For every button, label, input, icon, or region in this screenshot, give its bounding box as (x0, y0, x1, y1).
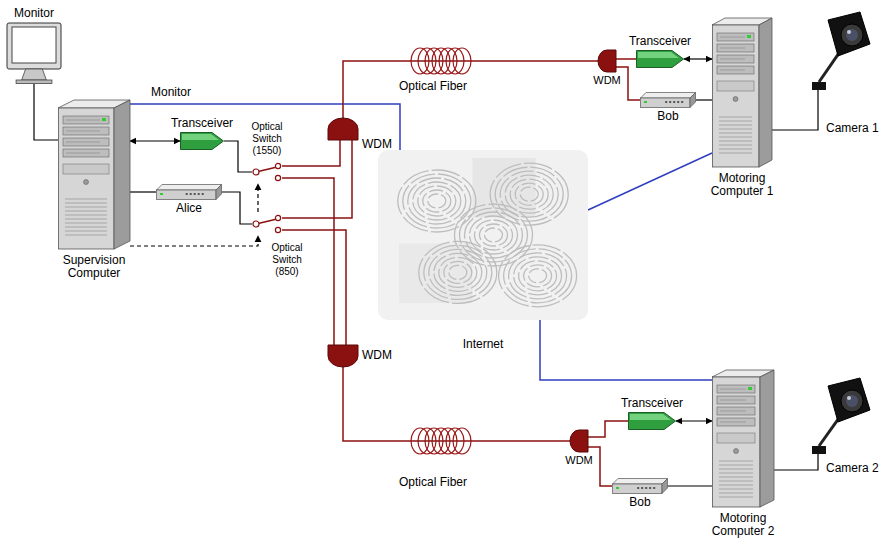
camera-icon (812, 376, 872, 454)
connector (343, 61, 598, 118)
camera-icon (812, 10, 872, 90)
connector (588, 421, 628, 437)
switch-icon (252, 212, 282, 236)
connector (668, 485, 712, 486)
connector (222, 192, 252, 224)
node-label: Transceiver (621, 397, 683, 410)
box-icon (156, 184, 222, 200)
node-label: Motoring Computer 2 (698, 512, 788, 538)
box-icon (612, 478, 668, 494)
connector (343, 367, 570, 441)
node-label: Camera 1 (826, 122, 879, 135)
camera-node: Camera 2 (812, 376, 872, 454)
edge-label: Monitor (150, 86, 192, 99)
camera-node: Camera 1 (812, 10, 872, 90)
cloud-icon (378, 150, 588, 320)
tower-icon (58, 100, 130, 250)
connector (588, 153, 712, 210)
node-label: Transceiver (629, 35, 691, 48)
node-label: WDM (593, 74, 621, 87)
connector (130, 140, 180, 141)
node-label: WDM (362, 138, 392, 151)
trans-icon (636, 50, 684, 68)
connector (282, 140, 340, 166)
key-device-node: Alice (156, 184, 222, 200)
edge-label: Optical Fiber (398, 80, 468, 93)
node-label: Monitor (14, 7, 54, 20)
connector (224, 141, 252, 172)
connector (684, 58, 712, 59)
edge-label: Optical Fiber (398, 476, 468, 489)
connector (774, 454, 818, 470)
monitor-node: Monitor (6, 22, 62, 84)
wdm-node: WDM (570, 430, 588, 452)
node-label: Supervision Computer (49, 254, 139, 280)
node-label: Internet (463, 338, 504, 351)
wdm-node: WDM (328, 345, 358, 367)
connector (257, 184, 258, 212)
node-label: Alice (176, 202, 202, 215)
wdm-node: WDM (328, 118, 358, 140)
internet-cloud-node: Internet (378, 150, 588, 320)
wdmU-icon (328, 118, 358, 140)
trans-icon (628, 412, 676, 430)
transceiver-node: Transceiver (636, 50, 684, 68)
node-label: WDM (565, 454, 593, 467)
switch-icon (252, 160, 282, 184)
node-label: Optical Switch (1550) (244, 121, 290, 157)
node-label: Bob (629, 496, 650, 509)
node-label: Motoring Computer 1 (697, 172, 787, 198)
monitor-icon (6, 22, 62, 84)
computer-node: Motoring Computer 2 (712, 370, 774, 508)
wdmD-icon (328, 345, 358, 367)
tower-icon (712, 370, 774, 508)
wdmL-icon (598, 50, 616, 72)
box-icon (640, 92, 696, 108)
node-label: Optical Switch (850) (264, 242, 310, 278)
connector (540, 320, 712, 380)
computer-node: Motoring Computer 1 (712, 18, 772, 168)
key-device-node: Bob (612, 478, 668, 494)
computer-node: Supervision Computer (58, 100, 130, 250)
connector (772, 90, 818, 130)
optical-switch-node: Optical Switch (1550) (252, 160, 282, 184)
connector (676, 420, 712, 421)
connector (34, 84, 58, 140)
connector (696, 99, 712, 100)
wdmL-icon (570, 430, 588, 452)
node-label: Bob (657, 110, 678, 123)
optical-switch-node: Optical Switch (850) (252, 212, 282, 236)
trans-icon (180, 132, 224, 150)
connector (616, 58, 636, 60)
connector (588, 447, 612, 486)
connector (130, 191, 156, 192)
connector (130, 236, 258, 246)
transceiver-node: Transceiver (180, 132, 224, 150)
node-label: Camera 2 (826, 462, 879, 475)
node-label: WDM (362, 349, 392, 362)
transceiver-node: Transceiver (628, 412, 676, 430)
connector (282, 140, 352, 218)
tower-icon (712, 18, 772, 168)
key-device-node: Bob (640, 92, 696, 108)
node-label: Transceiver (171, 117, 233, 130)
wdm-node: WDM (598, 50, 616, 72)
